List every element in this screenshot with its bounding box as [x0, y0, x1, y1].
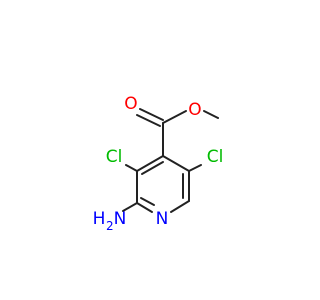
bond-methyl — [203, 110, 219, 119]
amino-hydrogen-label: H — [93, 209, 106, 229]
bond-c2-nh2 — [122, 202, 138, 212]
molecule-diagram: O O Cl Cl N H 2 N — [93, 94, 224, 233]
amino-nitrogen-label: N — [114, 209, 127, 229]
ring-bond-c4-c5 — [162, 155, 190, 172]
ring-bond-c3-c4 — [136, 155, 164, 172]
bond-ester-o — [162, 110, 187, 124]
ring-bond-n1-c2 — [136, 202, 153, 213]
chlorine-left-label: Cl — [106, 147, 123, 167]
chlorine-right-label: Cl — [207, 147, 224, 167]
ring-bond-c3-c4-inner — [141, 161, 164, 175]
bond-c3-cl — [125, 164, 138, 172]
ring-bond-c6-n1 — [170, 200, 190, 213]
ring-bond-n1-c2-inner — [140, 197, 155, 206]
amino-subscript-label: 2 — [106, 219, 114, 233]
carbonyl-oxygen-label: O — [124, 94, 137, 114]
structure-canvas: O O Cl Cl N H 2 N — [92, 94, 224, 233]
bond-carbonyl-2 — [136, 114, 161, 127]
ester-oxygen-label: O — [188, 100, 201, 120]
bond-carbonyl-1 — [139, 108, 164, 121]
bond-c5-cl — [188, 164, 202, 172]
bonds — [122, 108, 219, 213]
ring-nitrogen-label: N — [156, 209, 169, 229]
